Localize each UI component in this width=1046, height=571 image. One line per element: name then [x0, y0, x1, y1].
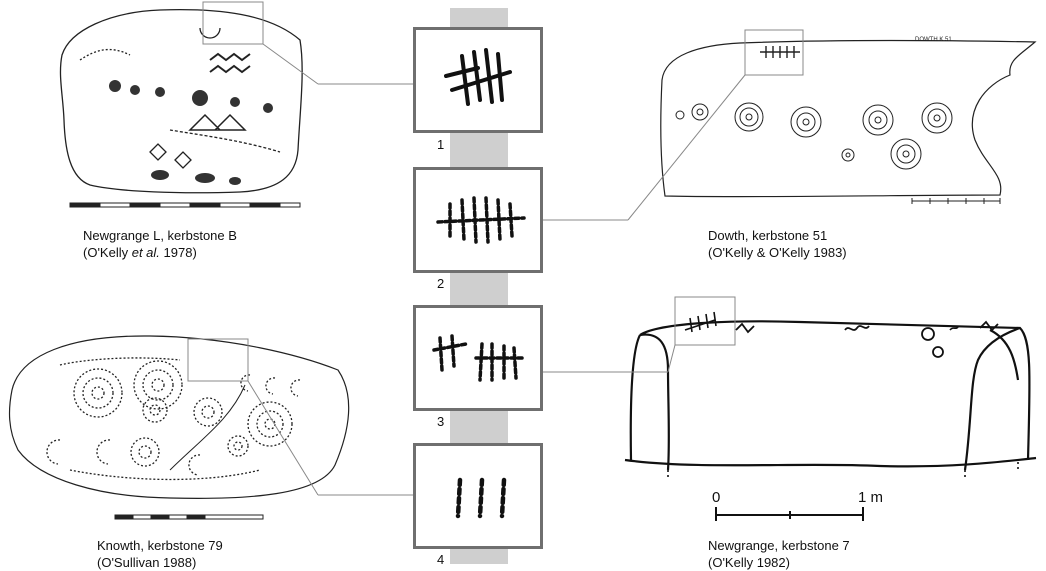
caption-dowth-title: Dowth, kerbstone 51: [708, 228, 828, 243]
caption-newgrange-l-source-italic: et al.: [131, 245, 160, 260]
caption-dowth: Dowth, kerbstone 51 (O'Kelly & O'Kelly 1…: [708, 227, 847, 261]
motif-number-1: 1: [437, 137, 445, 152]
dowth-stone-drawing: [660, 40, 1037, 198]
scale-k7-start-label: 0: [712, 489, 721, 506]
motif-1-drawing: [444, 48, 512, 106]
caption-newgrange-l-source-prefix: (O'Kelly: [83, 245, 132, 260]
caption-newgrange-l: Newgrange L, kerbstone B (O'Kelly et al.…: [83, 227, 237, 261]
motif-3-drawing: [432, 334, 524, 382]
caption-knowth: Knowth, kerbstone 79 (O'Sullivan 1988): [97, 537, 223, 571]
caption-newgrange-l-source: (O'Kelly et al. 1978): [83, 244, 237, 261]
caption-knowth-title: Knowth, kerbstone 79: [97, 538, 223, 553]
knowth-stone-drawing: [8, 335, 350, 499]
caption-newgrange-k7: Newgrange, kerbstone 7 (O'Kelly 1982): [708, 537, 850, 571]
motif-panel-1: [413, 27, 543, 133]
motif-2-drawing: [436, 196, 526, 244]
caption-newgrange-l-title: Newgrange L, kerbstone B: [83, 228, 237, 243]
motif-panel-2: [413, 167, 543, 273]
caption-knowth-source: (O'Sullivan 1988): [97, 555, 197, 570]
newgrange-l-scale: [69, 202, 301, 208]
motif-number-3: 3: [437, 414, 445, 429]
knowth-scale: [114, 514, 264, 520]
scale-k7-end-label: 1 m: [858, 489, 884, 506]
motif-4-drawing: [455, 477, 507, 519]
motif-number-4: 4: [437, 552, 445, 567]
motif-panel-4: [413, 443, 543, 549]
newgrange-l-stone-drawing: [59, 9, 303, 194]
caption-newgrange-l-source-suffix: 1978): [159, 245, 197, 260]
motif-panel-3: [413, 305, 543, 411]
dowth-label: DOWTH K 51: [915, 37, 952, 43]
caption-newgrange-k7-source: (O'Kelly 1982): [708, 555, 790, 570]
caption-newgrange-k7-title: Newgrange, kerbstone 7: [708, 538, 850, 553]
motif-number-2: 2: [437, 276, 445, 291]
newgrange-k7-stone-drawing: [624, 311, 1037, 480]
newgrange-k7-scale: [715, 507, 864, 521]
caption-dowth-source: (O'Kelly & O'Kelly 1983): [708, 245, 847, 260]
dowth-scale: [911, 198, 1001, 204]
